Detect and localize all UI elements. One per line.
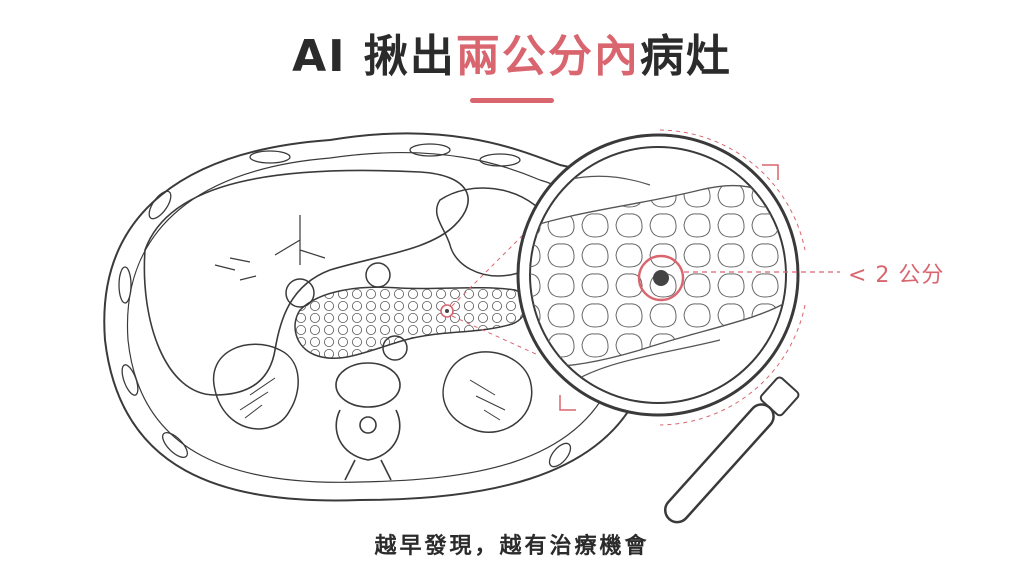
kidney-left: [212, 343, 299, 430]
title-prefix: AI 揪出: [292, 31, 456, 82]
vertebra: [335, 362, 401, 481]
vessels: [285, 262, 408, 361]
title-underline: [470, 98, 554, 103]
page-title: AI 揪出兩公分內病灶: [0, 20, 1024, 84]
kidney-right: [442, 351, 533, 433]
title-suffix: 病灶: [639, 31, 732, 82]
liver: [143, 169, 469, 396]
pancreas: [294, 286, 527, 359]
magnifier-icon: [516, 133, 800, 524]
size-callout-label: < 2 公分: [848, 263, 945, 288]
tumor-marker-zoomed: [637, 254, 685, 302]
zoom-guides: [451, 129, 806, 426]
focus-brackets: [559, 164, 779, 411]
hepatic-vessels: [214, 215, 326, 281]
rib-segments: [118, 143, 572, 468]
caption-text: 越早發現，越有治療機會: [374, 534, 650, 559]
title-highlight: 兩公分內: [455, 31, 640, 82]
body-wall: [103, 132, 662, 502]
